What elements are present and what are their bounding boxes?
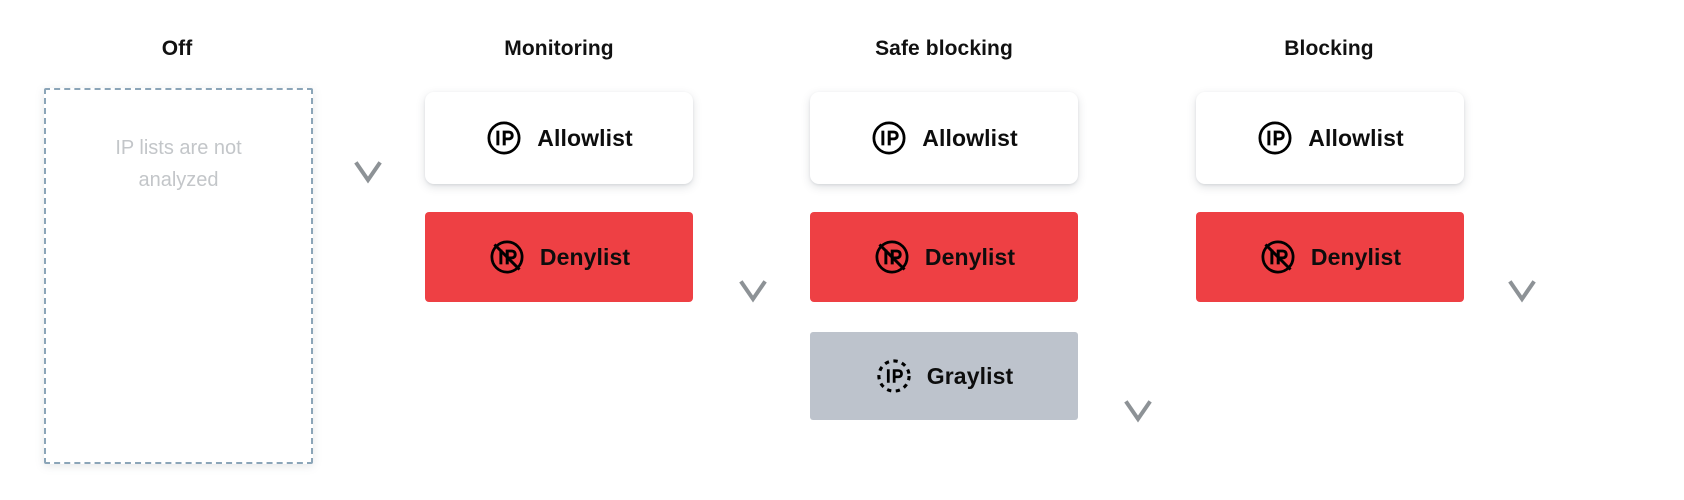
arrow-off-to-monitoring — [354, 87, 382, 184]
card-safe-blocking-denylist[interactable]: Denylist — [810, 212, 1078, 302]
card-safe-blocking-graylist[interactable]: Graylist — [810, 332, 1078, 420]
card-label-denylist: Denylist — [1310, 243, 1402, 270]
card-monitoring-denylist[interactable]: Denylist — [425, 212, 693, 302]
arrow-safe-blocking-to-blocking — [1124, 87, 1152, 423]
ip-circle-slash-icon — [490, 240, 524, 274]
card-safe-blocking-allowlist[interactable]: Allowlist — [810, 92, 1078, 184]
ip-circle-slash-icon — [875, 240, 909, 274]
arrow-blocking-out — [1508, 87, 1536, 303]
card-label-denylist: Denylist — [924, 243, 1016, 270]
column-title-safe-blocking: Safe blocking — [875, 37, 1013, 60]
ip-circle-icon — [872, 121, 906, 155]
ip-circle-slash-icon — [1261, 240, 1295, 274]
card-blocking-allowlist[interactable]: Allowlist — [1196, 92, 1464, 184]
column-title-blocking: Blocking — [1284, 37, 1374, 60]
card-blocking-denylist[interactable]: Denylist — [1196, 212, 1464, 302]
off-empty-state-box: IP lists are not analyzed — [44, 88, 313, 464]
card-label-allowlist: Allowlist — [1308, 124, 1404, 151]
ip-dashed-circle-icon — [877, 359, 911, 393]
ip-circle-icon — [1258, 121, 1292, 155]
ip-circle-icon — [487, 121, 521, 155]
card-label-allowlist: Allowlist — [922, 124, 1018, 151]
card-label-allowlist: Allowlist — [537, 124, 633, 151]
card-label-denylist: Denylist — [539, 243, 631, 270]
column-title-monitoring: Monitoring — [504, 37, 614, 60]
off-empty-state-text: IP lists are not analyzed — [115, 137, 242, 191]
card-label-graylist: Graylist — [926, 362, 1014, 389]
arrow-monitoring-to-safe-blocking — [739, 87, 767, 303]
card-monitoring-allowlist[interactable]: Allowlist — [425, 92, 693, 184]
column-title-off: Off — [161, 37, 193, 60]
